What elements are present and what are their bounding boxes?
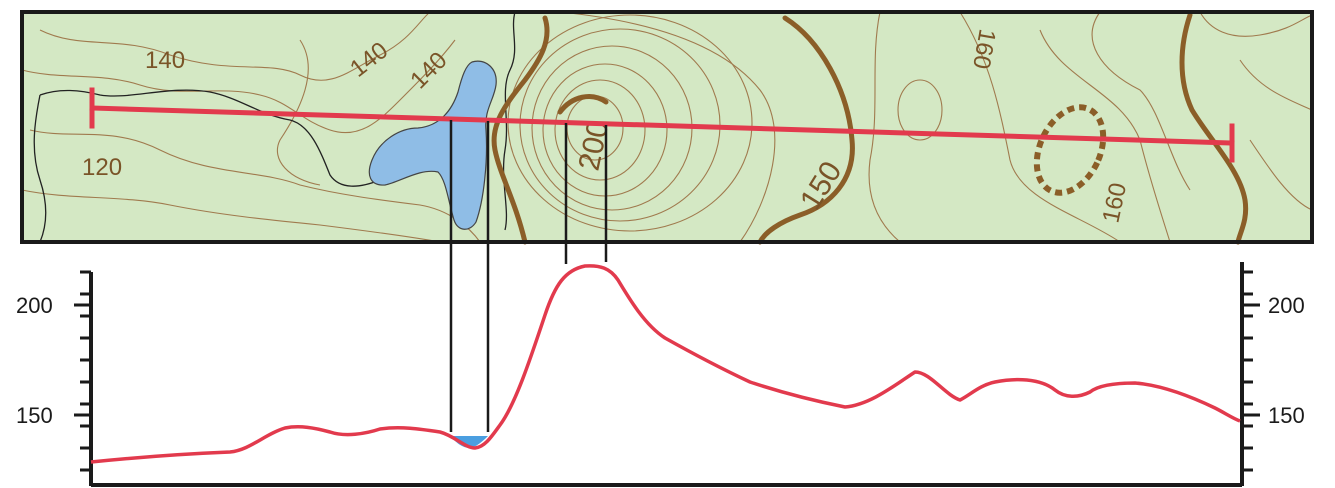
lake — [368, 60, 497, 230]
projection-lines — [449, 120, 608, 432]
shoreline-contour — [39, 89, 381, 187]
contour-label-140-a: 140 — [145, 47, 185, 74]
right-axis-label-200: 200 — [1268, 293, 1305, 318]
right-elevation-axis — [1240, 262, 1260, 486]
left-axis-label-200: 200 — [16, 293, 53, 318]
left-axis-label-150: 150 — [16, 403, 53, 428]
left-elevation-axis — [74, 270, 93, 486]
contour-label-120: 120 — [82, 154, 122, 181]
contour-map: 140 140 140 120 200 150 160 160 — [20, 10, 1314, 245]
map-frame — [20, 10, 1314, 244]
right-axis-label-150: 150 — [1268, 403, 1305, 428]
transect-line — [89, 87, 1235, 163]
elevation-profile: 200 150 200 150 — [16, 262, 1305, 487]
elevation-profile-curve — [90, 264, 1241, 464]
profile-lake-water — [451, 436, 488, 448]
depression-contour — [1033, 104, 1107, 196]
